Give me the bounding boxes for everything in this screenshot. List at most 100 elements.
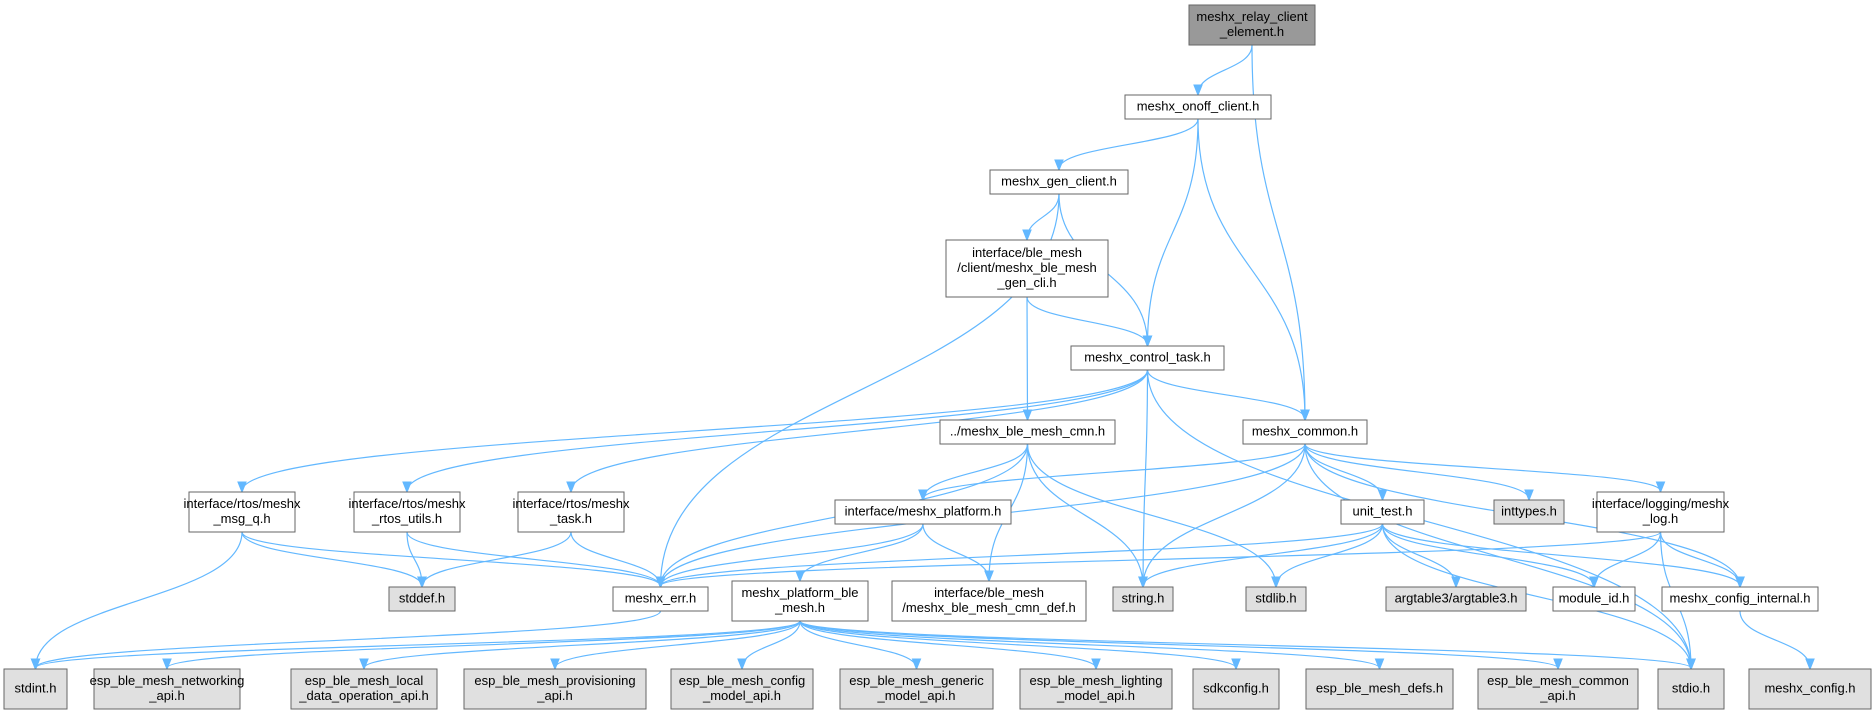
node-label-line: inttypes.h [1501,504,1557,519]
node-label-line: _msg_q.h [212,511,270,526]
node-box [290,668,438,710]
node-label-line: /client/meshx_ble_mesh [957,260,1096,275]
node-label-line: meshx_config.h [1764,681,1855,696]
node-box [1748,668,1872,710]
node-log[interactable]: interface/logging/meshx_log.h [1592,491,1730,533]
node-box [1112,586,1174,612]
node-platform_ble[interactable]: meshx_platform_ble_mesh.h [731,580,869,622]
node-task[interactable]: interface/rtos/meshx_task.h [512,491,630,533]
edge-log-to-config_internal [1659,531,1741,586]
node-module_id[interactable]: module_id.h [1552,586,1636,612]
edge-platform_ble-to-defs [799,620,1380,668]
node-msg_q[interactable]: interface/rtos/meshx_msg_q.h [183,491,301,533]
node-label-line: meshx_platform_ble [741,585,858,600]
node-label-line: stdlib.h [1255,591,1296,606]
edge-common-to-log [1304,443,1661,491]
edge-control_task-to-string [1143,369,1148,586]
node-box [834,499,1012,525]
node-config_internal[interactable]: meshx_config_internal.h [1661,586,1819,612]
node-label-line: interface/rtos/meshx [348,496,466,511]
edge-root-to-onoff [1198,44,1253,94]
node-onoff[interactable]: meshx_onoff_client.h [1124,94,1272,120]
edge-cmn-to-stdlib [1026,443,1277,586]
node-stdint: stdint.h [3,668,68,710]
node-box [1552,586,1636,612]
edge-control_task-to-rtos_utils [407,369,1149,491]
node-label-line: meshx_config_internal.h [1670,591,1811,606]
node-label-line: string.h [1122,591,1165,606]
node-box [1657,668,1725,710]
edge-platform_ble-to-stdint [36,620,801,668]
edge-unit_test-to-module_id [1381,523,1595,586]
node-label-line: _model_api.h [1056,688,1135,703]
edge-onoff-to-control_task [1148,118,1199,345]
node-cmn[interactable]: ../meshx_ble_mesh_cmn.h [939,419,1116,445]
node-box [1245,586,1307,612]
node-label-line: _element.h [1219,24,1284,39]
node-lighting_model: esp_ble_mesh_lighting_model_api.h [1019,668,1173,710]
node-box [1188,4,1316,46]
node-err[interactable]: meshx_err.h [612,586,709,612]
node-local_data: esp_ble_mesh_local_data_operation_api.h [290,668,438,710]
node-label-line: _task.h [549,511,592,526]
edge-msg_q-to-err [241,531,661,586]
edge-control_task-to-common [1146,369,1306,419]
edge-platform_ble-to-config_model [742,620,801,668]
node-label-line: unit_test.h [1353,504,1413,519]
node-label-line: esp_ble_mesh_config [679,673,805,688]
node-provisioning: esp_ble_mesh_provisioning_api.h [463,668,647,710]
edge-onoff-to-gen_client [1059,118,1199,169]
node-label-line: _data_operation_api.h [298,688,428,703]
edge-config_internal-to-config [1739,610,1810,668]
node-sdkconfig: sdkconfig.h [1192,668,1280,710]
node-gen_cli[interactable]: interface/ble_mesh/client/meshx_ble_mesh… [945,239,1109,298]
node-label-line: esp_ble_mesh_defs.h [1316,681,1443,696]
node-stddef: stddef.h [388,586,456,612]
edge-msg_q-to-stddef [241,531,422,586]
edge-common-to-stdio [1304,443,1691,668]
edge-platform_ble-to-stdio [799,620,1691,668]
node-platform[interactable]: interface/meshx_platform.h [834,499,1012,525]
edge-gen_cli-to-control_task [1026,296,1148,345]
node-label-line: esp_ble_mesh_local [305,673,424,688]
node-label-line: meshx_relay_client [1196,9,1308,24]
node-cmn_def[interactable]: interface/ble_mesh/meshx_ble_mesh_cmn_de… [891,580,1087,622]
node-inttypes: inttypes.h [1493,499,1565,525]
edge-control_task-to-msg_q [242,369,1149,491]
node-box [612,586,709,612]
node-label-line: interface/rtos/meshx [183,496,301,511]
node-box [989,169,1129,195]
node-label-line: module_id.h [1559,591,1630,606]
node-rtos_utils[interactable]: interface/rtos/meshx_rtos_utils.h [348,491,466,533]
node-common[interactable]: meshx_common.h [1242,419,1368,445]
node-box [1305,668,1454,710]
node-box [1477,668,1639,710]
node-label-line: _model_api.h [702,688,781,703]
node-box [1385,586,1527,612]
node-box [1124,94,1272,120]
node-label-line: esp_ble_mesh_networking [90,673,245,688]
node-label-line: meshx_common.h [1252,424,1358,439]
node-box [1493,499,1565,525]
node-box [1242,419,1368,445]
node-label-line: stdio.h [1672,681,1710,696]
node-label-line: interface/ble_mesh [934,585,1044,600]
node-label-line: /meshx_ble_mesh_cmn_def.h [902,600,1075,615]
edge-log-to-module_id [1594,531,1662,586]
node-label-line: interface/rtos/meshx [512,496,630,511]
node-gen_client[interactable]: meshx_gen_client.h [989,169,1129,195]
node-box [945,239,1109,298]
edge-msg_q-to-stdint [36,531,243,668]
node-unit_test[interactable]: unit_test.h [1340,499,1425,525]
edge-rtos_utils-to-err [406,531,661,586]
edge-unit_test-to-string [1143,523,1384,586]
node-string: string.h [1112,586,1174,612]
edge-log-to-err [661,531,1662,586]
edge-common-to-inttypes [1304,443,1529,499]
edge-onoff-to-common [1197,118,1305,419]
node-control_task[interactable]: meshx_control_task.h [1070,345,1225,371]
edge-platform-to-err [661,523,924,586]
edge-platform_ble-to-generic_model [799,620,917,668]
node-root[interactable]: meshx_relay_client_element.h [1188,4,1316,46]
edge-platform_ble-to-local_data [364,620,801,668]
